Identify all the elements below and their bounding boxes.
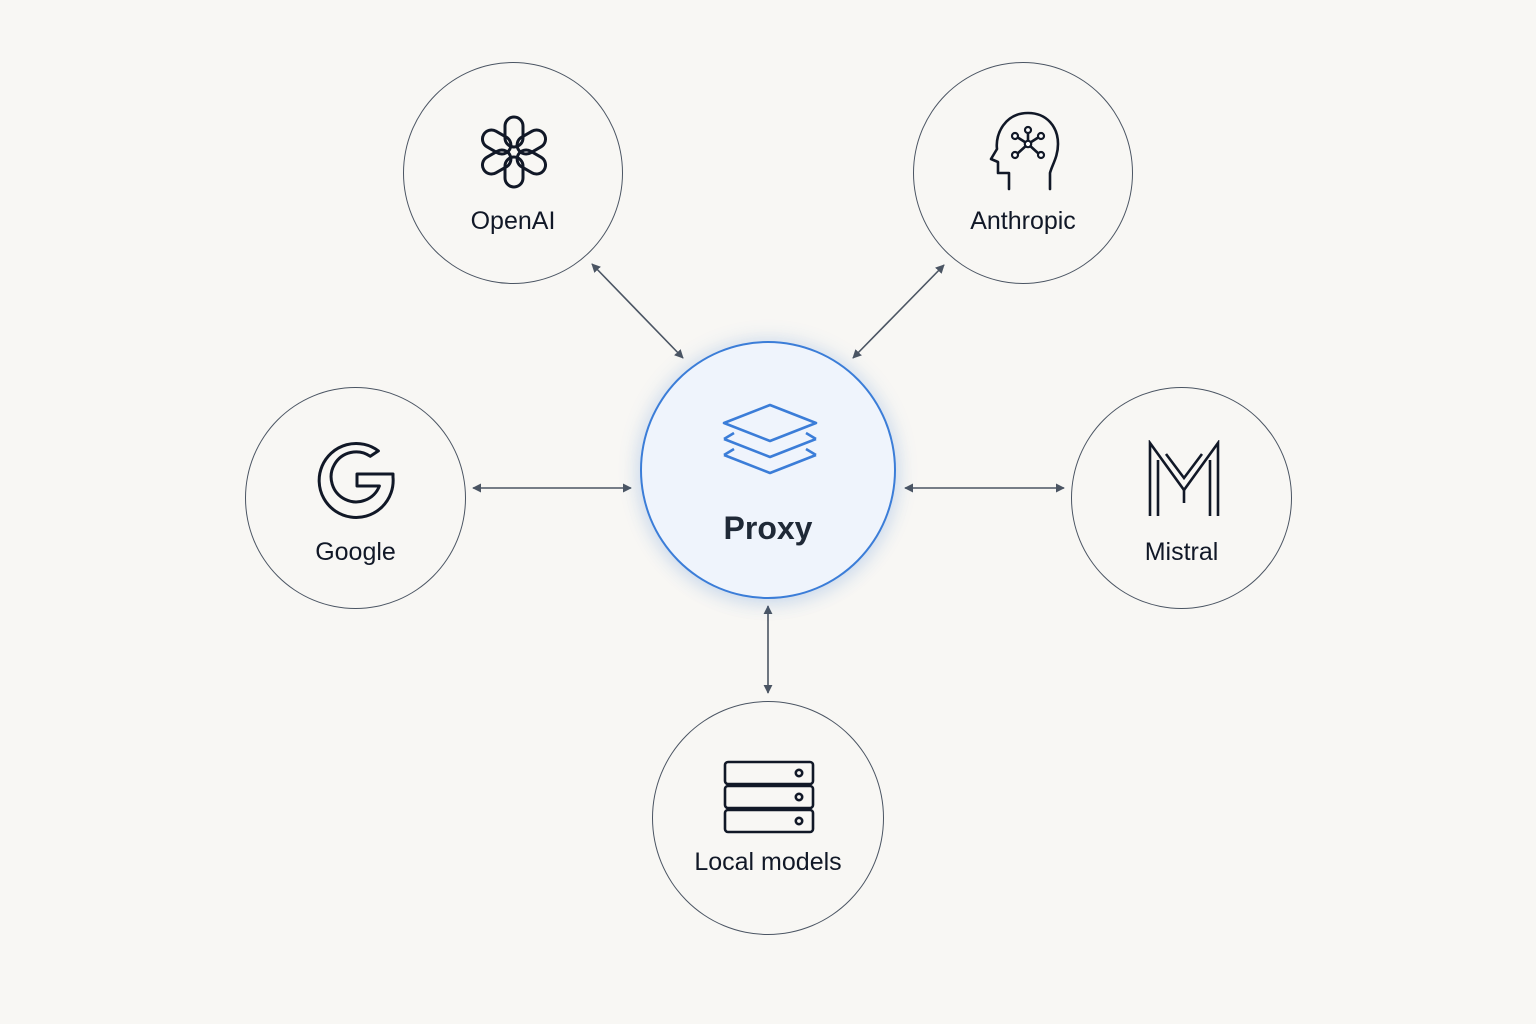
node-label: Local models	[694, 848, 842, 876]
node-label: Google	[315, 538, 396, 566]
node-mistral: Mistral	[1071, 387, 1292, 609]
node-label: OpenAI	[470, 207, 556, 235]
mistral-m-icon	[1148, 440, 1220, 516]
connector-anthropic	[852, 264, 945, 359]
node-local-models: Local models	[652, 701, 884, 935]
google-g-icon	[317, 441, 395, 519]
head-network-icon	[989, 111, 1060, 191]
hub-label: Proxy	[723, 510, 813, 546]
node-openai: OpenAI	[403, 62, 623, 284]
node-proxy-hub: Proxy	[640, 341, 896, 599]
server-stack-icon	[723, 760, 815, 834]
node-label: Mistral	[1144, 538, 1219, 566]
node-anthropic: Anthropic	[913, 62, 1133, 284]
node-google: Google	[245, 387, 466, 609]
node-label: Anthropic	[970, 207, 1076, 235]
connector-openai	[591, 263, 684, 359]
stacked-layers-icon	[722, 403, 818, 475]
openai-knot-icon	[477, 115, 551, 189]
